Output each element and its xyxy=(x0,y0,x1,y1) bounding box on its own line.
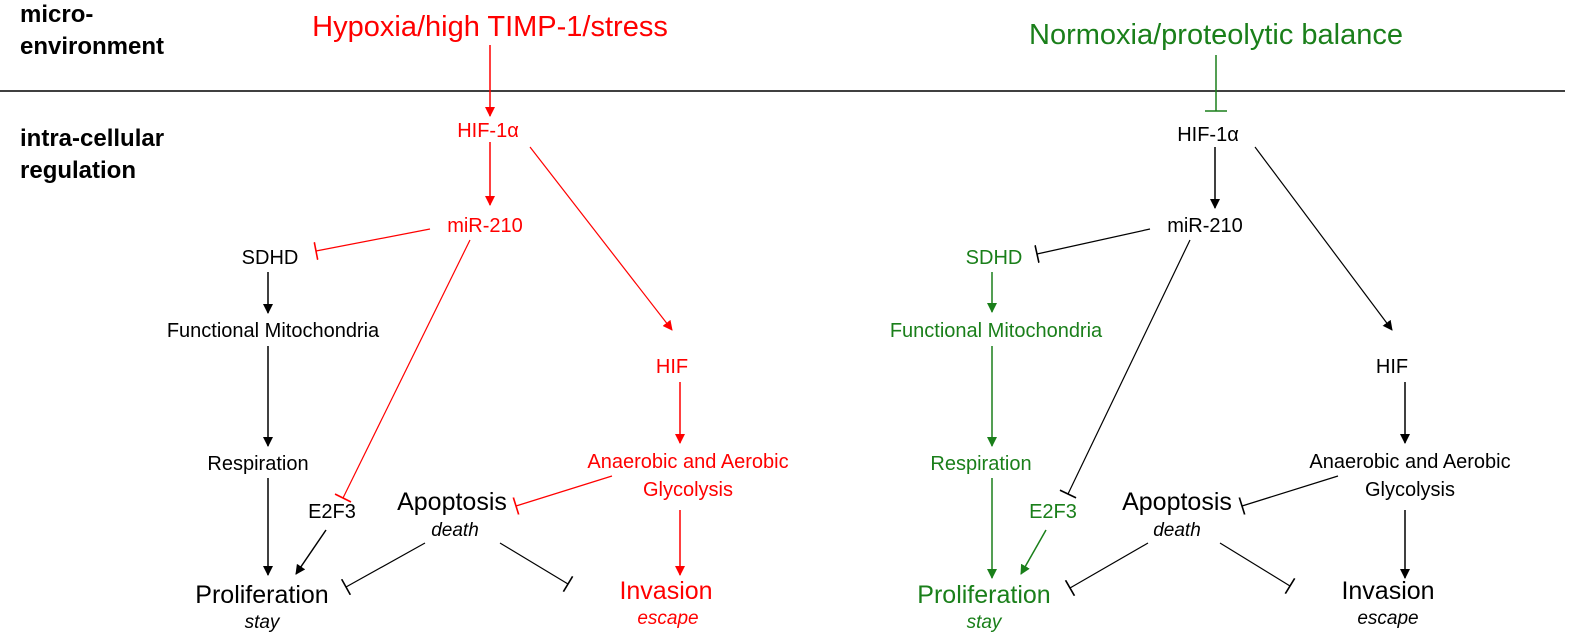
node-e2f3: E2F3 xyxy=(308,501,356,523)
node-mir210: miR-210 xyxy=(1167,215,1243,237)
node-functional-mitochondria: Functional Mitochondria xyxy=(890,320,1103,342)
node-sdhd: SDHD xyxy=(242,247,299,269)
left-panel: Hypoxia/high TIMP-1/stress HIF-1α miR-21… xyxy=(167,11,789,633)
inhibit-mir210-e2f3 xyxy=(334,239,471,503)
right-panel: Normoxia/proteolytic balance HIF-1α miR-… xyxy=(890,19,1511,633)
node-hif1a: HIF-1α xyxy=(1177,124,1239,146)
node-glycolysis-line2: Glycolysis xyxy=(1365,479,1455,501)
node-e2f3: E2F3 xyxy=(1029,501,1077,523)
arrow-hif1a-to-hif xyxy=(1254,146,1393,331)
node-glycolysis-line1: Anaerobic and Aerobic xyxy=(587,451,788,473)
node-glycolysis-line2: Glycolysis xyxy=(643,479,733,501)
inhibit-apoptosis-invasion xyxy=(1219,542,1296,595)
node-proliferation: Proliferation xyxy=(195,581,328,609)
node-hif1a: HIF-1α xyxy=(457,120,519,142)
arrow-e2f3-to-prolif xyxy=(295,529,327,575)
left-connectors xyxy=(263,45,685,596)
node-proliferation-sub: stay xyxy=(967,612,1003,633)
node-invasion-sub: escape xyxy=(1357,608,1418,629)
row-label-intra-line1: intra-cellular xyxy=(20,125,164,152)
arrow-e2f3-to-prolif xyxy=(1020,529,1047,575)
inhibit-apoptosis-invasion xyxy=(499,542,574,593)
inhibit-mir210-sdhd xyxy=(1034,228,1151,263)
row-label-intra-line2: regulation xyxy=(20,157,136,184)
node-proliferation-sub: stay xyxy=(245,612,281,633)
node-sdhd: SDHD xyxy=(966,247,1023,269)
inhibit-apoptosis-proliferation xyxy=(340,542,426,596)
row-label-micro-line2: environment xyxy=(20,33,164,60)
node-invasion: Invasion xyxy=(1341,577,1434,605)
node-apoptosis: Apoptosis xyxy=(1122,488,1232,516)
inhibit-glycolysis-apoptosis xyxy=(1238,475,1339,515)
env-condition-hypoxia: Hypoxia/high TIMP-1/stress xyxy=(312,11,668,43)
node-respiration: Respiration xyxy=(930,453,1031,475)
node-respiration: Respiration xyxy=(207,453,308,475)
row-label-micro-line1: micro- xyxy=(20,1,93,28)
node-apoptosis-sub: death xyxy=(431,520,479,541)
node-hif: HIF xyxy=(1376,356,1408,378)
inhibit-mir210-e2f3 xyxy=(1059,239,1191,499)
node-apoptosis-sub: death xyxy=(1153,520,1201,541)
row-labels: micro- environment intra-cellular regula… xyxy=(20,1,164,184)
inhibit-glycolysis-apoptosis xyxy=(512,475,613,515)
inhibit-apoptosis-proliferation xyxy=(1064,542,1149,597)
right-connectors xyxy=(987,55,1410,597)
node-mir210: miR-210 xyxy=(447,215,523,237)
arrow-hif1a-to-hif xyxy=(529,146,673,331)
node-apoptosis: Apoptosis xyxy=(397,488,507,516)
node-invasion: Invasion xyxy=(619,577,712,605)
inhibit-mir210-sdhd xyxy=(313,228,431,260)
node-functional-mitochondria: Functional Mitochondria xyxy=(167,320,380,342)
node-proliferation: Proliferation xyxy=(917,581,1050,609)
node-invasion-sub: escape xyxy=(637,608,698,629)
env-condition-normoxia: Normoxia/proteolytic balance xyxy=(1029,19,1403,51)
node-hif: HIF xyxy=(656,356,688,378)
node-glycolysis-line1: Anaerobic and Aerobic xyxy=(1309,451,1510,473)
